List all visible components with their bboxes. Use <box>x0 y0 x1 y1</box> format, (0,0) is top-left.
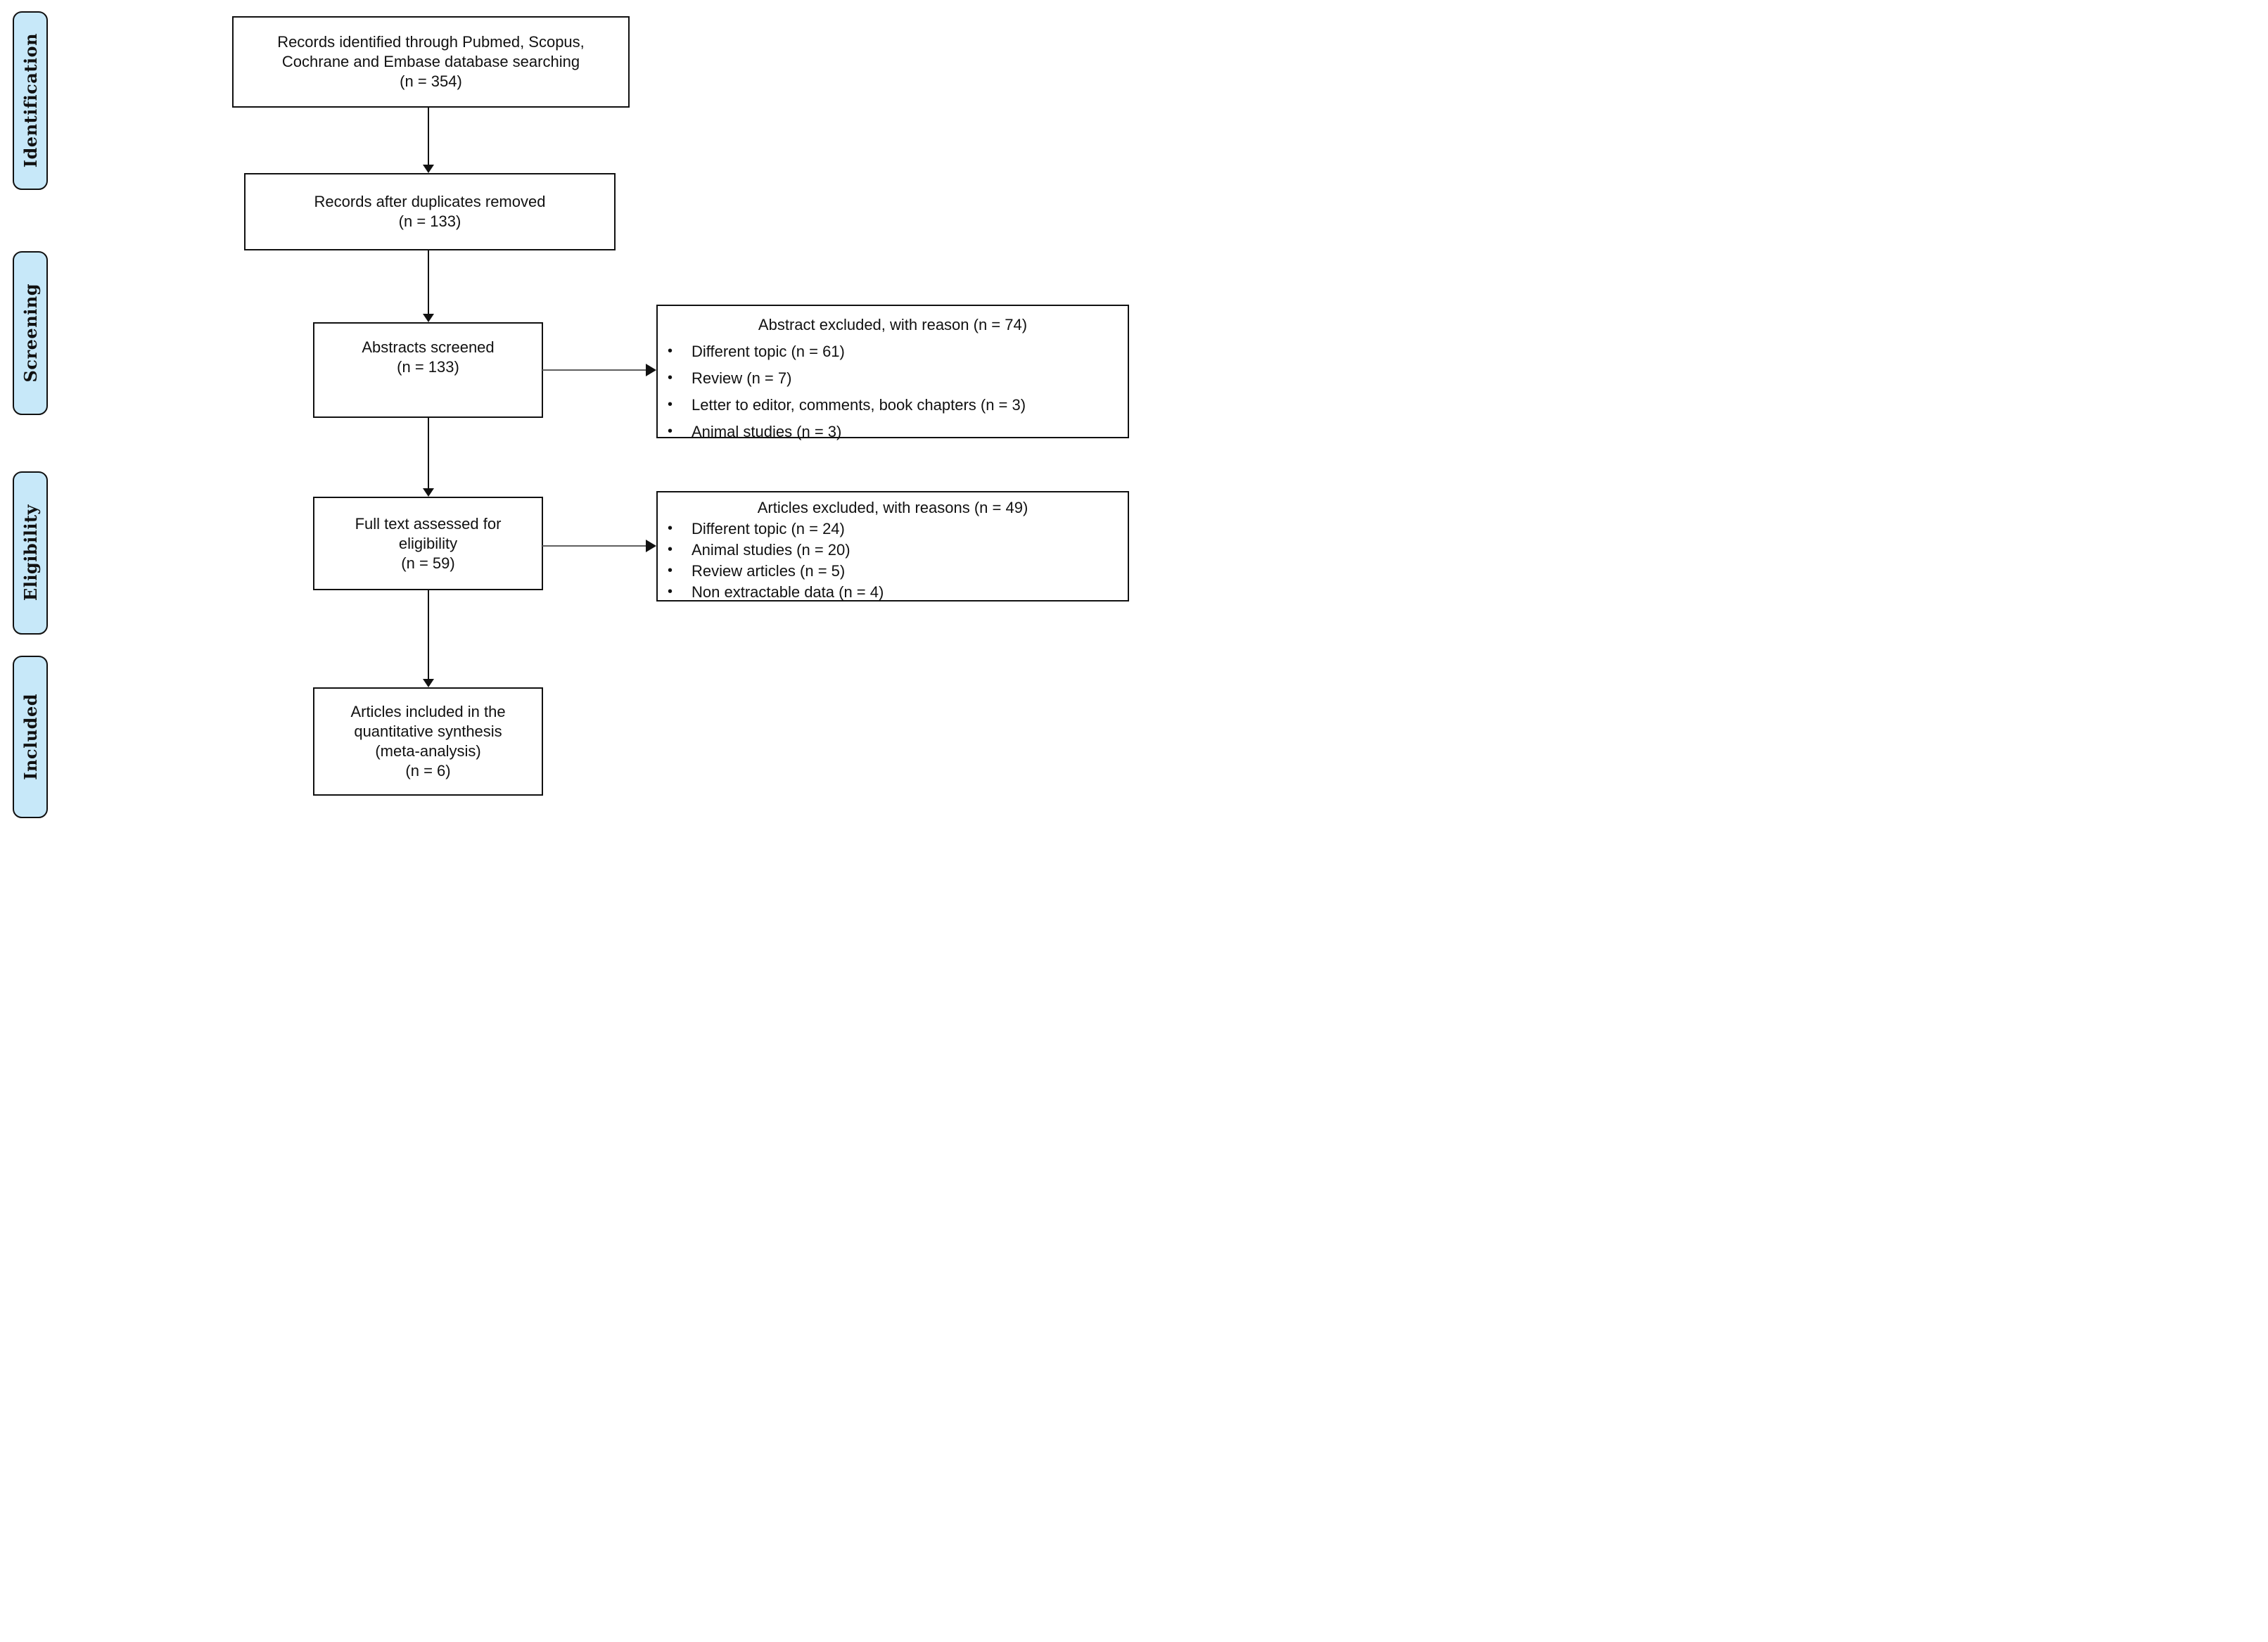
list-item: • Different topic (n = 24) <box>658 518 1128 539</box>
bullet-icon: • <box>668 521 673 536</box>
box-fulltext-assessed-count: (n = 59) <box>401 554 455 572</box>
arrow-right-icon <box>646 540 656 552</box>
arrow-down-icon <box>422 488 434 497</box>
arrow-down-icon <box>422 679 434 687</box>
articles-excluded-item-1: Different topic (n = 24) <box>692 520 845 537</box>
box-abstract-excluded: Abstract excluded, with reason (n = 74) … <box>656 305 1129 440</box>
arrow-down-icon <box>422 314 434 322</box>
articles-excluded-item-3: Review articles (n = 5) <box>692 562 846 580</box>
arrow-line <box>427 108 429 165</box>
list-item: • Animal studies (n = 3) <box>658 421 1128 442</box>
prisma-flow-diagram: Identification Screening Eligibility Inc… <box>0 0 1134 821</box>
bullet-icon: • <box>668 584 673 599</box>
bullet-icon: • <box>668 370 673 386</box>
list-item: • Different topic (n = 61) <box>658 341 1128 362</box>
bullet-icon: • <box>668 563 673 578</box>
bullet-icon: • <box>668 542 673 557</box>
stage-included: Included <box>13 656 48 818</box>
bullet-icon: • <box>668 343 673 359</box>
list-item: • Review articles (n = 5) <box>658 561 1128 581</box>
box-duplicates-removed: Records after duplicates removed (n = 13… <box>244 173 616 250</box>
box-articles-included-line3: (meta-analysis) <box>375 742 481 760</box>
box-articles-included: Articles included in the quantitative sy… <box>313 687 543 796</box>
bullet-icon: • <box>668 424 673 439</box>
articles-excluded-item-2: Animal studies (n = 20) <box>692 541 850 559</box>
arrow-right-icon <box>646 364 656 376</box>
box-abstracts-screened: Abstracts screened (n = 133) <box>313 322 543 418</box>
abstract-excluded-item-3: Letter to editor, comments, book chapter… <box>692 396 1026 414</box>
box-articles-excluded-title: Articles excluded, with reasons (n = 49) <box>757 499 1028 516</box>
box-records-identified-line1: Records identified through Pubmed, Scopu… <box>277 33 585 51</box>
box-records-identified-line2: Cochrane and Embase database searching <box>281 53 580 70</box>
box-fulltext-assessed-line2: eligibility <box>398 534 458 552</box>
list-item: • Review (n = 7) <box>658 368 1128 388</box>
bullet-icon: • <box>668 397 673 412</box>
list-item: • Letter to editor, comments, book chapt… <box>658 395 1128 415</box>
box-articles-included-line1: Articles included in the <box>350 703 506 720</box>
box-abstracts-screened-line1: Abstracts screened <box>362 338 495 356</box>
arrow-line <box>542 545 646 547</box>
box-duplicates-removed-count: (n = 133) <box>398 212 461 230</box>
box-records-identified-count: (n = 354) <box>400 72 462 90</box>
list-item: • Animal studies (n = 20) <box>658 540 1128 560</box>
stage-identification-label: Identification <box>20 33 41 168</box>
abstract-excluded-item-4: Animal studies (n = 3) <box>692 423 842 440</box>
box-abstract-excluded-title: Abstract excluded, with reason (n = 74) <box>758 316 1028 333</box>
stage-included-label: Included <box>20 694 41 780</box>
stage-identification: Identification <box>13 11 48 190</box>
arrow-down-icon <box>422 165 434 173</box>
box-articles-excluded: Articles excluded, with reasons (n = 49)… <box>656 491 1129 602</box>
box-duplicates-removed-line1: Records after duplicates removed <box>314 193 546 210</box>
abstract-excluded-item-2: Review (n = 7) <box>692 369 792 387</box>
stage-eligibility-label: Eligibility <box>20 504 41 602</box>
articles-excluded-item-4: Non extractable data (n = 4) <box>692 583 884 601</box>
stage-screening-label: Screening <box>20 284 41 383</box>
arrow-line <box>542 369 646 371</box>
box-records-identified: Records identified through Pubmed, Scopu… <box>232 16 630 108</box>
arrow-line <box>427 250 429 314</box>
box-fulltext-assessed: Full text assessed for eligibility (n = … <box>313 497 543 590</box>
box-abstracts-screened-count: (n = 133) <box>397 358 459 376</box>
box-fulltext-assessed-line1: Full text assessed for <box>355 514 502 533</box>
stage-screening: Screening <box>13 251 48 415</box>
list-item: • Non extractable data (n = 4) <box>658 582 1128 602</box>
box-articles-included-line2: quantitative synthesis <box>354 723 502 740</box>
arrow-line <box>427 418 429 488</box>
box-articles-included-count: (n = 6) <box>405 762 451 779</box>
arrow-line <box>427 590 429 679</box>
abstract-excluded-item-1: Different topic (n = 61) <box>692 343 845 360</box>
stage-eligibility: Eligibility <box>13 471 48 635</box>
